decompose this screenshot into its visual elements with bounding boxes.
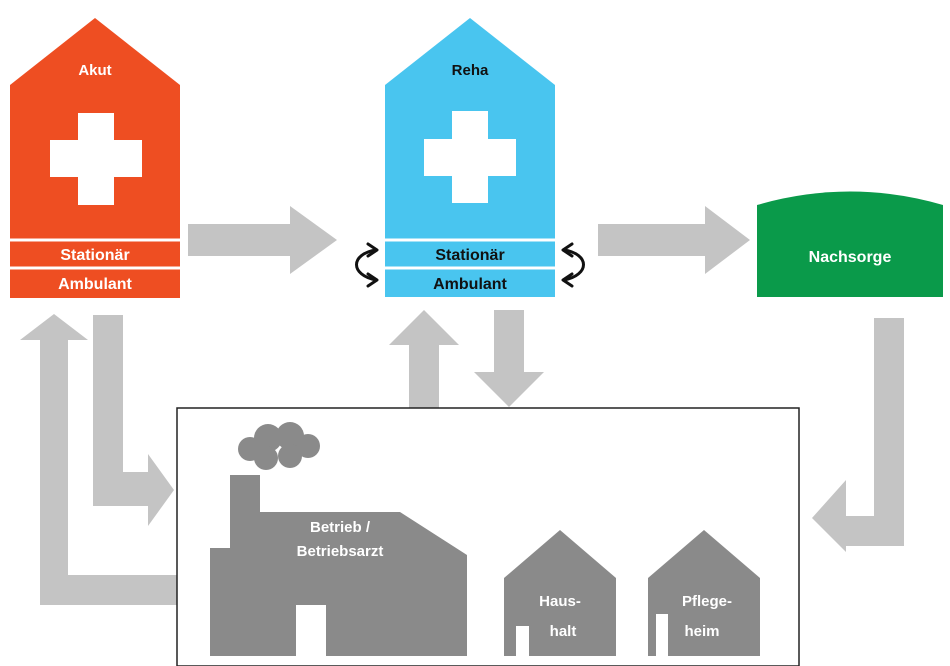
pflegeheim-building: Pflege- heim [648,530,760,656]
pflegeheim-door [656,614,668,656]
pflegeheim-label-line1: Pflege- [682,593,732,610]
akut-building: Akut Stationär Ambulant [10,18,180,298]
arrow-akut-to-reha [188,206,337,274]
haushalt-building: Haus- halt [504,530,616,656]
arrow-reha-to-workplace [474,310,544,407]
haushalt-door [516,626,529,656]
curved-arrow-left-icon [355,242,379,288]
arrow-workplace-to-reha [389,310,459,408]
akut-ambulant-label: Ambulant [58,276,132,293]
factory-shape [210,475,467,656]
factory-building: Betrieb / Betriebsarzt [210,475,467,656]
akut-cross-icon [50,113,142,205]
arrow-akut-to-workplace [93,315,174,526]
akut-title: Akut [78,62,111,79]
reha-exchange-arrows [355,242,585,288]
haushalt-label-line2: halt [550,623,577,640]
nachsorge-label: Nachsorge [809,249,892,266]
smoke-cloud-icon [238,422,320,470]
haushalt-house [504,530,616,656]
reha-stationaer-label: Stationär [435,247,504,264]
pflegeheim-label-line2: heim [684,623,719,640]
factory-label-line1: Betrieb / [310,519,371,536]
akut-stationaer-label: Stationär [60,247,129,264]
factory-label-line2: Betriebsarzt [297,543,384,560]
flow-arrows [20,206,904,605]
pflegeheim-house [648,530,760,656]
nachsorge-shape [757,191,943,297]
arrow-reha-to-nachsorge [598,206,750,274]
factory-door [296,605,326,656]
nachsorge-building: Nachsorge [757,191,943,297]
reha-ambulant-label: Ambulant [433,276,507,293]
reha-title: Reha [452,62,489,79]
arrow-workplace-to-akut [20,314,178,605]
curved-arrow-right-icon [561,242,585,288]
arrow-nachsorge-to-workplace [812,318,904,552]
reha-building: Reha Stationär Ambulant [385,18,555,297]
haushalt-label-line1: Haus- [539,593,581,610]
reha-cross-icon [424,111,516,203]
